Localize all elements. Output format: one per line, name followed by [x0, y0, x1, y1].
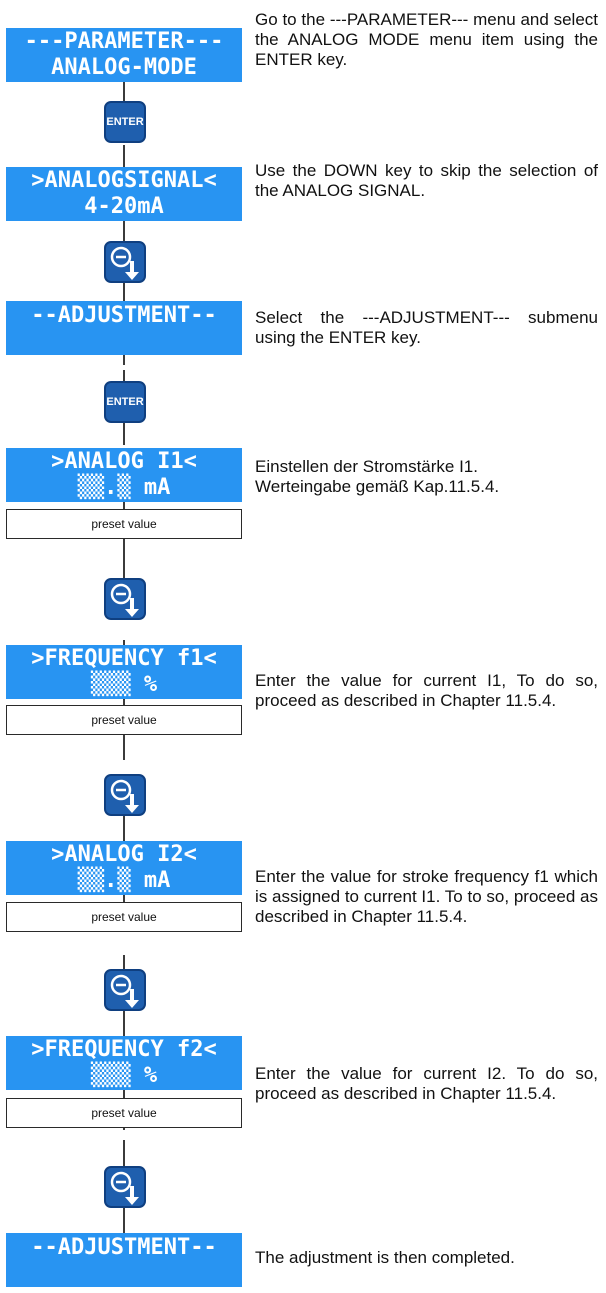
lcd-line: ▒▒.▒ mA	[77, 868, 171, 893]
enter-key[interactable]: ENTER	[104, 381, 146, 423]
step-text-4-line-2: Werteingabe gemäß Kap.11.5.4.	[255, 477, 500, 496]
minus-down-arrow-icon	[110, 779, 139, 813]
enter-key[interactable]: ENTER	[104, 101, 146, 143]
lcd-line: --ADJUSTMENT--	[31, 303, 217, 328]
minus-down-arrow-icon	[110, 246, 139, 280]
lcd-line: ▒▒▒ %	[90, 1063, 158, 1088]
step-text-4-line-1: Einstellen der Stromstärke I1.	[255, 457, 478, 476]
lcd-line: >ANALOG I1<	[51, 449, 197, 474]
step-text-4: Einstellen der Stromstärke I1. Werteinga…	[255, 457, 598, 497]
down-key[interactable]	[104, 969, 146, 1011]
down-key[interactable]	[104, 1166, 146, 1208]
preset-value-box: preset value	[6, 705, 242, 735]
lcd-frequency-f1-display: >FREQUENCY f1< ▒▒▒ %	[6, 645, 242, 699]
step-text-8: The adjustment is then completed.	[255, 1248, 515, 1267]
step-text-5: Enter the value for current I1, To do so…	[255, 671, 598, 710]
lcd-line: ▒▒▒ %	[90, 672, 158, 697]
lcd-line: >ANALOGSIGNAL<	[31, 168, 217, 193]
lcd-line: ▒▒.▒ mA	[77, 475, 171, 500]
lcd-frequency-f2-display: >FREQUENCY f2< ▒▒▒ %	[6, 1036, 242, 1090]
lcd-line: ---PARAMETER---	[24, 29, 224, 54]
flow-connector	[123, 500, 125, 605]
down-key[interactable]	[104, 774, 146, 816]
minus-down-arrow-icon	[110, 974, 139, 1008]
lcd-line: --ADJUSTMENT--	[31, 1235, 217, 1260]
preset-value-box: preset value	[6, 902, 242, 932]
down-key[interactable]	[104, 241, 146, 283]
step-text-3: Select the ---ADJUSTMENT--- submenu usin…	[255, 308, 598, 347]
flow-connector	[123, 78, 125, 118]
flow-connector	[123, 640, 125, 760]
lcd-adjustment-display: --ADJUSTMENT--	[6, 301, 242, 355]
step-text-1: Go to the ---PARAMETER--- menu and selec…	[255, 10, 598, 69]
lcd-analog-i1-display: >ANALOG I1< ▒▒.▒ mA	[6, 448, 242, 502]
lcd-line: ANALOG-MODE	[51, 55, 197, 80]
down-key[interactable]	[104, 578, 146, 620]
lcd-line: >ANALOG I2<	[51, 842, 197, 867]
lcd-parameter-display: ---PARAMETER--- ANALOG-MODE	[6, 28, 242, 82]
minus-down-arrow-icon	[110, 1171, 139, 1205]
step-text-6: Enter the value for stroke frequency f1 …	[255, 867, 598, 926]
step-text-2: Use the DOWN key to skip the selection o…	[255, 161, 598, 200]
lcd-analogsignal-display: >ANALOGSIGNAL< 4-20mA	[6, 167, 242, 221]
lcd-line: 4-20mA	[84, 194, 164, 219]
lcd-analog-i2-display: >ANALOG I2< ▒▒.▒ mA	[6, 841, 242, 895]
lcd-adjustment-final-display: --ADJUSTMENT--	[6, 1233, 242, 1287]
step-text-7: Enter the value for current I2. To do so…	[255, 1064, 598, 1103]
minus-down-arrow-icon	[110, 583, 139, 617]
lcd-line: >FREQUENCY f1<	[31, 646, 217, 671]
preset-value-box: preset value	[6, 509, 242, 539]
lcd-line: >FREQUENCY f2<	[31, 1037, 217, 1062]
preset-value-box: preset value	[6, 1098, 242, 1128]
